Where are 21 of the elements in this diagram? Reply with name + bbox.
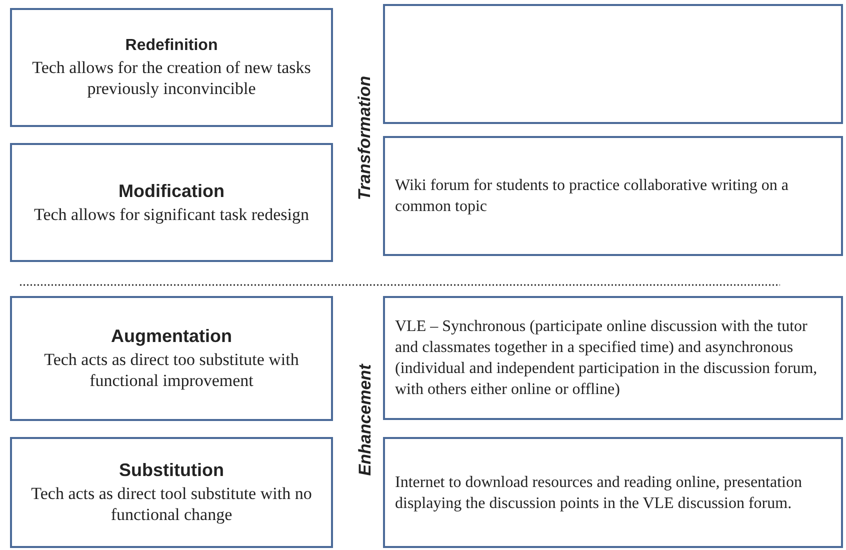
level-box [10, 143, 333, 262]
level-description: Tech acts as direct tool substitute with no functional change [30, 483, 313, 525]
example-box [383, 296, 843, 420]
example-text: Wiki forum for students to practice collaborative writing on a common topic [395, 176, 790, 217]
level-box [10, 8, 333, 127]
level-box [10, 296, 333, 421]
category-label: Transformation [355, 76, 376, 200]
example-text: Internet to download resources and reading online, presentation displaying the discussion points in the VLE discussion forum. [395, 472, 803, 514]
example-box [383, 136, 843, 256]
empty-box [383, 4, 843, 124]
level-heading: Augmentation [111, 326, 232, 347]
level-heading: Substitution [119, 460, 224, 481]
category-label: Enhancement [355, 364, 376, 476]
level-box [10, 437, 333, 548]
level-heading: Modification [118, 180, 224, 202]
level-description: Tech acts as direct too substitute with functional improvement [43, 349, 300, 391]
level-heading: Redefinition [125, 36, 218, 54]
example-text: VLE – Synchronous (participate online discussion with the tutor and classmates together in a specified time) and asynchronous (individual and independent participation in the discussion forum, with others either online or offline) [395, 317, 818, 400]
level-description: Tech allows for the creation of new tasks previously inconvincible [31, 56, 312, 98]
level-description: Tech allows for significant task redesign [34, 204, 309, 224]
example-box [383, 437, 843, 548]
